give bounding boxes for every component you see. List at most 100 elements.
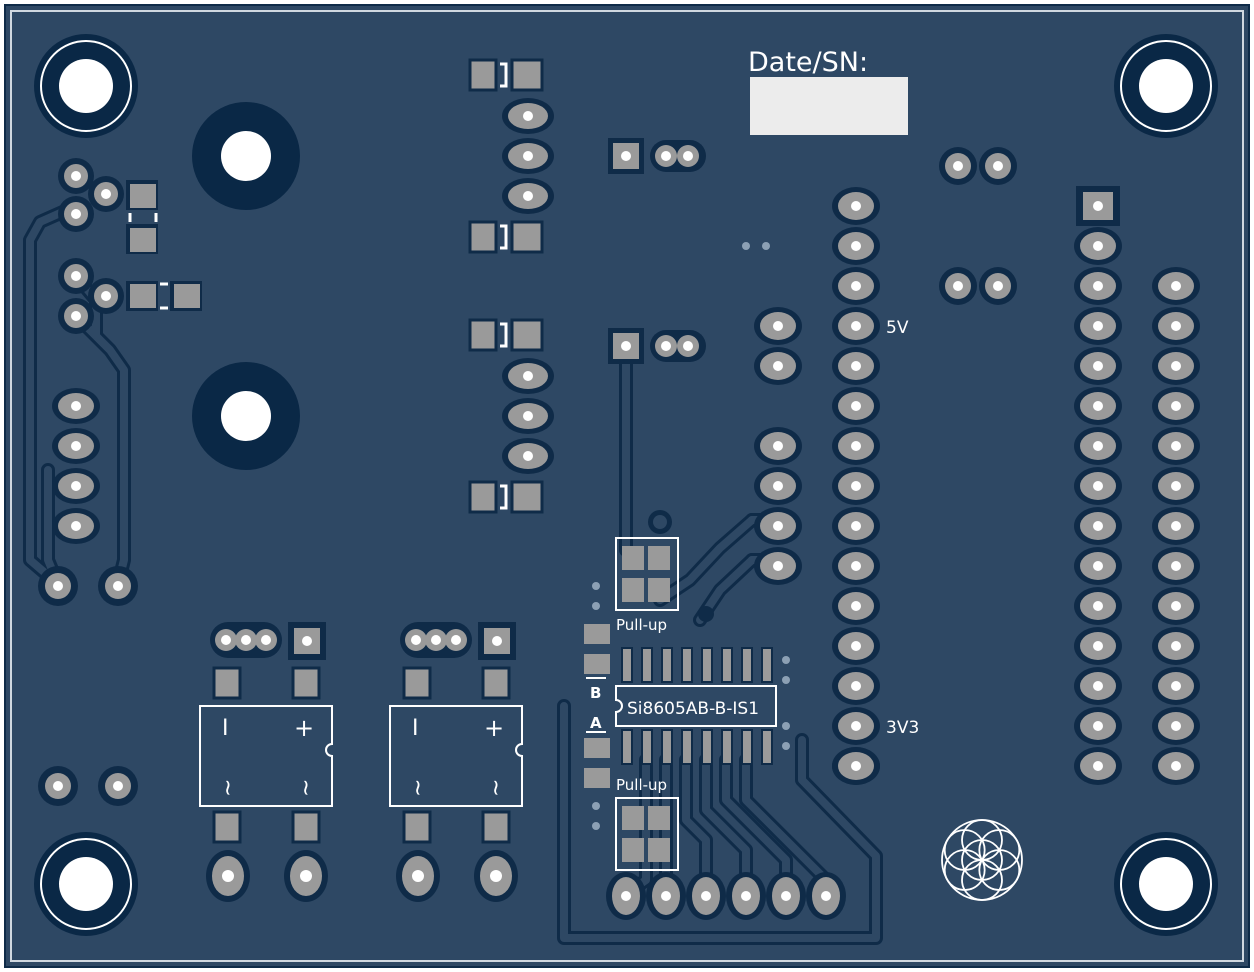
oval-pad — [1074, 507, 1122, 545]
oval-pad — [1152, 667, 1200, 705]
oval-pad — [1152, 307, 1200, 345]
oval-pad — [1074, 707, 1122, 745]
pin-a-label: A — [590, 714, 602, 732]
oval-pad — [832, 347, 880, 385]
oval-pad — [1152, 427, 1200, 465]
pin-header-15-right-a — [1074, 186, 1122, 785]
oval-pad — [832, 587, 880, 625]
bridge2-ac1: ~ — [406, 779, 431, 797]
mounting-holes — [34, 34, 1218, 936]
round-pad — [88, 278, 124, 314]
oval-pad — [1152, 267, 1200, 305]
label-5v: 5V — [886, 318, 909, 338]
bridge2-ac2: ~ — [484, 779, 509, 797]
oval-pad — [832, 667, 880, 705]
oval-pad — [832, 547, 880, 585]
oval-pad — [1074, 627, 1122, 665]
oval-pad — [832, 387, 880, 425]
round-pad — [38, 566, 78, 606]
oval-pad — [52, 508, 100, 544]
regulator-mid — [468, 318, 554, 514]
pin-header-16-left — [832, 187, 880, 785]
smd-pad-pair — [126, 180, 158, 254]
oval-pad — [1074, 667, 1122, 705]
oval-pad — [1074, 467, 1122, 505]
date-sn-box — [750, 77, 908, 135]
bridge2-minus: I — [412, 716, 419, 741]
oval-pad — [1152, 467, 1200, 505]
pad-pair-right — [939, 147, 1017, 305]
oval-pad — [832, 427, 880, 465]
round-pad — [58, 298, 94, 334]
oval-pad — [832, 307, 880, 345]
vias — [592, 242, 790, 830]
oval-pad — [646, 872, 686, 920]
isolator-ic-pins — [621, 647, 773, 765]
oval-pad — [1074, 587, 1122, 625]
round-pad — [38, 766, 78, 806]
oval-pad — [832, 707, 880, 745]
round-pad — [58, 258, 94, 294]
oval-pad — [1152, 627, 1200, 665]
pin-header-13-right-b — [1152, 267, 1200, 785]
tht-hole-large-1 — [192, 102, 300, 210]
oval-pad — [1152, 587, 1200, 625]
pad-pair-mid — [754, 307, 802, 585]
oval-pad — [832, 267, 880, 305]
tht-hole-large-2 — [192, 362, 300, 470]
oval-pad — [1074, 747, 1122, 785]
bridge-rectifier-1 — [199, 622, 333, 902]
oval-pad — [1074, 347, 1122, 385]
oval-pad — [1152, 387, 1200, 425]
oval-pad — [1074, 427, 1122, 465]
regulator-top — [468, 58, 554, 254]
isolator-ic — [615, 685, 777, 727]
oval-pad — [686, 872, 726, 920]
isolator-ic-label: Si8605AB-B-IS1 — [627, 699, 759, 719]
round-pad — [98, 566, 138, 606]
oval-pad — [766, 872, 806, 920]
label-3v3: 3V3 — [886, 718, 919, 738]
round-pad — [58, 196, 94, 232]
oval-pad — [832, 747, 880, 785]
oval-pad — [1074, 547, 1122, 585]
oval-pad — [832, 627, 880, 665]
pin-b-label: B — [590, 684, 601, 702]
oval-pad — [52, 468, 100, 504]
oval-pad — [1074, 307, 1122, 345]
oval-pad — [832, 467, 880, 505]
oval-pad — [832, 227, 880, 265]
bridge1-minus: I — [222, 716, 229, 741]
mounting-hole-br — [1114, 832, 1218, 936]
oval-pad — [1074, 387, 1122, 425]
header-3pin-top — [608, 138, 706, 174]
oval-pad — [726, 872, 766, 920]
pullup-resistor-bottom — [615, 797, 679, 871]
oval-pad — [1152, 747, 1200, 785]
round-pad — [58, 158, 94, 194]
mounting-hole-tl — [34, 34, 138, 138]
oval-pad — [832, 187, 880, 225]
oval-pad — [1074, 227, 1122, 265]
pullup-resistor-top — [615, 537, 679, 611]
mounting-hole-bl — [34, 832, 138, 936]
flower-of-life-logo — [941, 819, 1023, 901]
pullup-bottom-label: Pull-up — [616, 776, 667, 794]
round-pad — [98, 766, 138, 806]
date-sn-label: Date/SN: — [748, 47, 868, 78]
smd-pad-pair-h — [126, 281, 202, 311]
pin-header-6-bottom — [606, 872, 846, 920]
oval-pad — [606, 872, 646, 920]
oval-pad — [1074, 267, 1122, 305]
oval-pad — [832, 507, 880, 545]
bridge1-ac1: ~ — [216, 779, 241, 797]
oval-pad — [52, 428, 100, 464]
pullup-top-label: Pull-up — [616, 616, 667, 634]
bridge-rectifier-2 — [389, 622, 523, 902]
oval-pad — [806, 872, 846, 920]
oval-pad — [1152, 547, 1200, 585]
round-pad — [88, 176, 124, 212]
square-pad — [1076, 186, 1120, 226]
oval-pad — [52, 388, 100, 424]
